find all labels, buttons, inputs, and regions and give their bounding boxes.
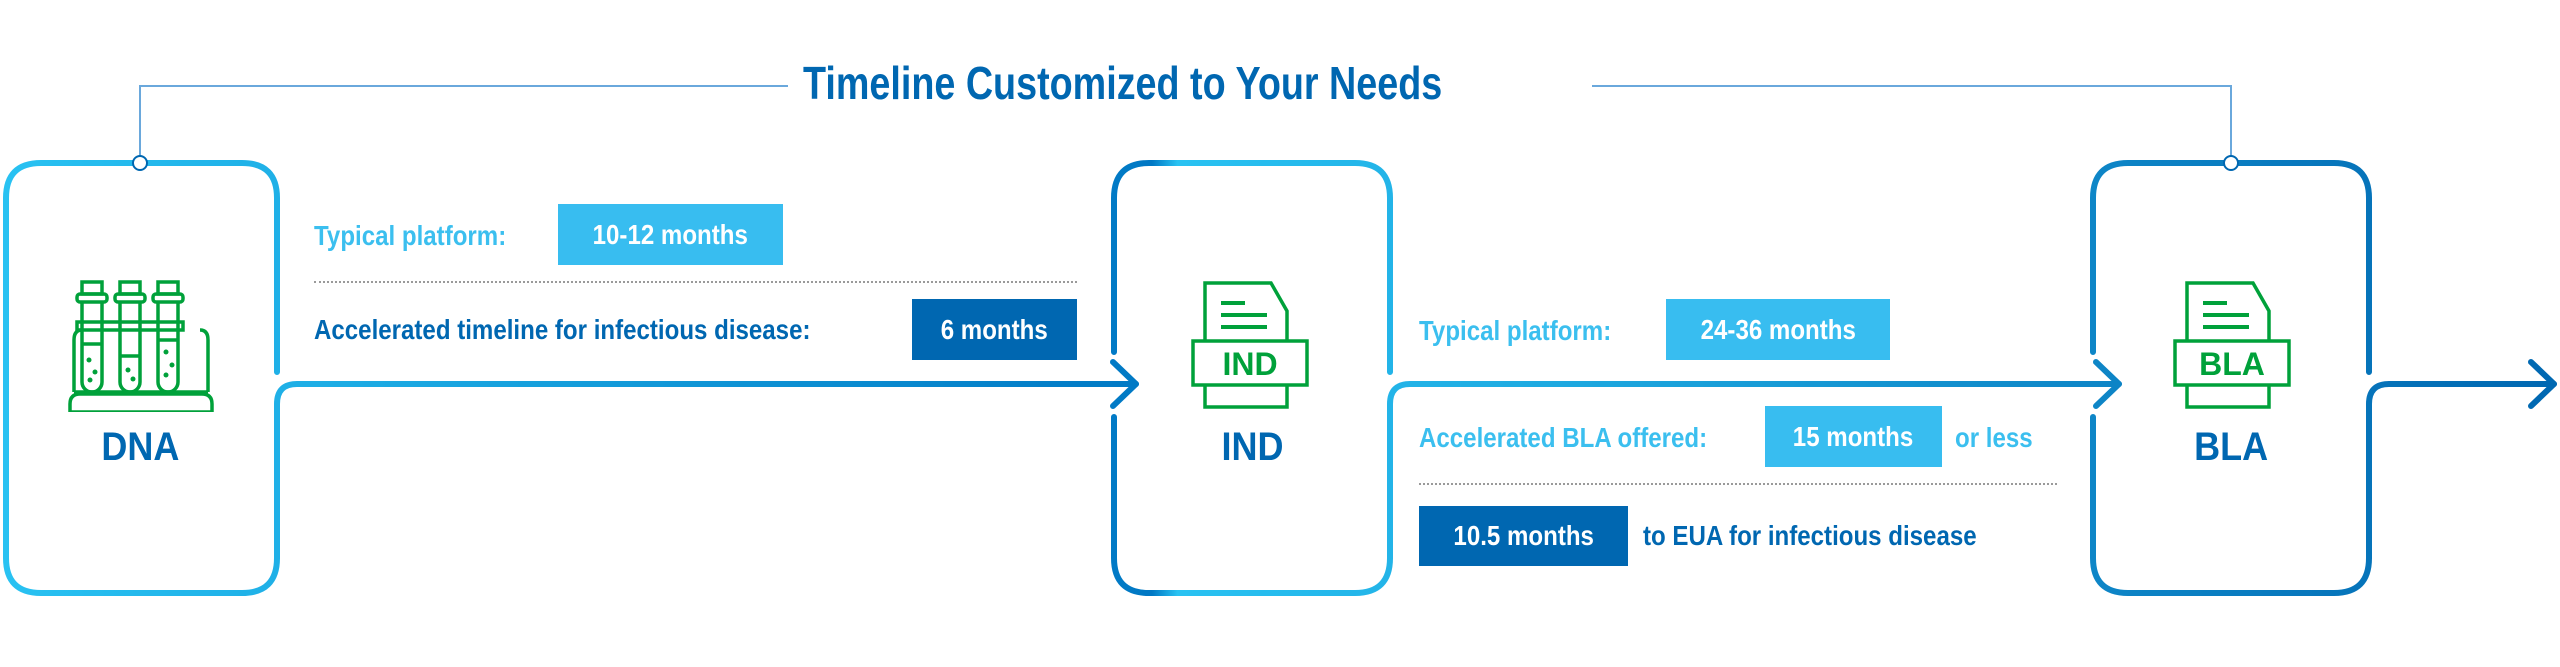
arrowhead-icon bbox=[1110, 359, 1139, 409]
stage-label-dna: DNA bbox=[100, 425, 179, 469]
arrow-dna-to-ind bbox=[274, 381, 1139, 561]
stage-label-ind: IND bbox=[1220, 425, 1283, 469]
typical-platform-label: Typical platform: bbox=[1419, 315, 1612, 346]
ind-box bbox=[1111, 160, 1393, 596]
ind-icon-text: IND bbox=[1222, 346, 1277, 382]
dna-box bbox=[3, 160, 280, 596]
eua-label: to EUA for infectious disease bbox=[1643, 520, 1977, 551]
typical-duration-badge: 10-12 months bbox=[558, 204, 783, 265]
accelerated-bla-badge: 15 months bbox=[1765, 406, 1942, 467]
accelerated-duration-badge: 6 months bbox=[912, 299, 1077, 360]
divider bbox=[314, 281, 1077, 283]
arrowhead-icon bbox=[2093, 359, 2122, 409]
connector-node bbox=[2223, 155, 2239, 171]
bla-icon-text: BLA bbox=[2199, 346, 2265, 382]
ind-document-icon: IND bbox=[1191, 281, 1309, 409]
arrow-bla-out bbox=[2366, 381, 2557, 561]
connector-node bbox=[132, 155, 148, 171]
test-tubes-icon bbox=[68, 280, 214, 412]
divider bbox=[1419, 483, 2057, 485]
eua-duration-badge: 10.5 months bbox=[1419, 506, 1628, 566]
accelerated-label: Accelerated timeline for infectious dise… bbox=[314, 314, 811, 345]
page-title: Timeline Customized to Your Needs bbox=[803, 57, 1443, 109]
typical-duration-badge: 24-36 months bbox=[1666, 299, 1890, 360]
arrowhead-icon bbox=[2528, 359, 2557, 409]
accelerated-bla-label: Accelerated BLA offered: bbox=[1419, 422, 1708, 453]
bla-document-icon: BLA bbox=[2173, 281, 2291, 409]
title-connector bbox=[139, 85, 2232, 156]
typical-platform-label: Typical platform: bbox=[314, 220, 507, 251]
or-less-label: or less bbox=[1955, 422, 2033, 453]
stage-label-bla: BLA bbox=[2194, 425, 2268, 469]
arrow-ind-to-bla bbox=[1387, 381, 2122, 561]
